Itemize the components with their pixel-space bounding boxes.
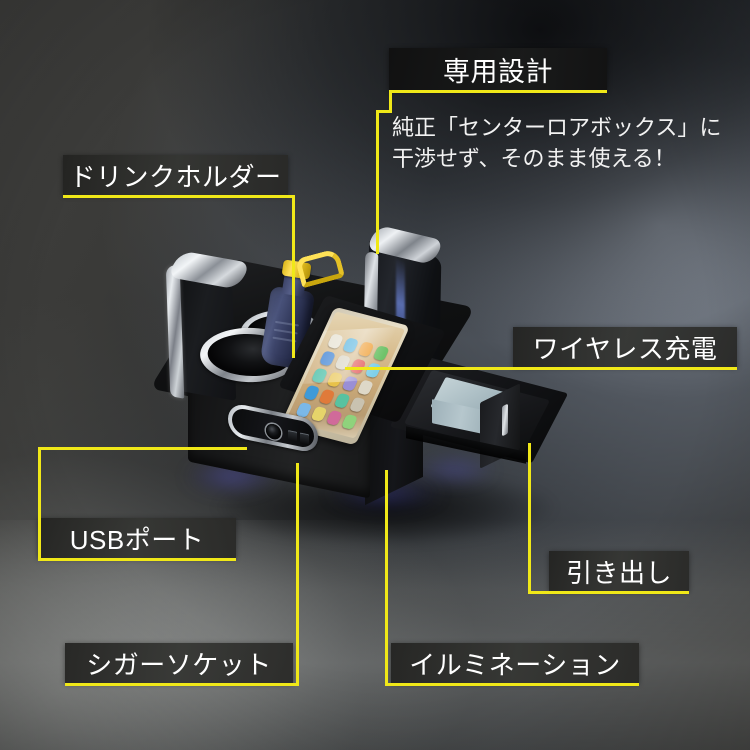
app-icon [333,392,351,409]
callout-underline-illumination [385,683,639,686]
callout-underline-usb-port [38,558,236,561]
callout-body-design: 純正「センターロアボックス」に 干渉せず、そのまま使える！ [392,112,721,174]
callout-label-wireless-charging: ワイヤレス充電 [513,327,737,367]
callout-leader-cigar-socket [296,463,299,685]
app-icon [340,413,359,430]
callout-leader-drawer [528,443,531,594]
callout-leader-usb-port-vertical [38,447,41,561]
callout-label-illumination: イルミネーション [391,643,639,683]
drawer-handle[interactable] [502,403,508,437]
callout-underline-wireless-charging [513,367,737,370]
callout-label-drawer: 引き出し [549,551,689,591]
app-icon [348,396,367,413]
callout-label-drink-holder: ドリンクホルダー [63,155,288,195]
callout-body-design-line1: 純正「センターロアボックス」に [392,115,722,140]
callout-leader-wireless-charging [345,367,515,370]
callout-label-usb-port: USBポート [38,518,236,558]
callout-leader-design-drop [389,90,392,112]
cigarette-socket-icon[interactable] [266,422,281,441]
callout-underline-design [389,90,607,93]
callout-label-cigar-socket: シガーソケット [65,643,293,683]
product-image [149,225,610,555]
callout-leader-design-jog [376,110,392,113]
callout-body-design-line2: 干渉せず、そのまま使える！ [392,146,676,172]
bottle-rib [274,320,299,327]
callout-underline-drawer [528,591,689,594]
callout-underline-drink-holder [63,195,295,198]
callout-underline-cigar-socket [65,683,299,686]
usb-port-2[interactable] [300,432,309,445]
callout-leader-drink-holder [292,195,295,358]
app-icon [356,379,374,396]
callout-leader-usb-port-horizontal [38,447,247,450]
app-icon [310,405,328,422]
usb-port-1[interactable] [288,430,297,442]
app-icon [303,384,321,401]
callout-leader-design-vertical [376,112,379,254]
app-icon [318,388,336,405]
callout-label-design: 専用設計 [389,48,607,90]
app-icon [325,409,343,426]
callout-leader-illumination [385,470,388,685]
